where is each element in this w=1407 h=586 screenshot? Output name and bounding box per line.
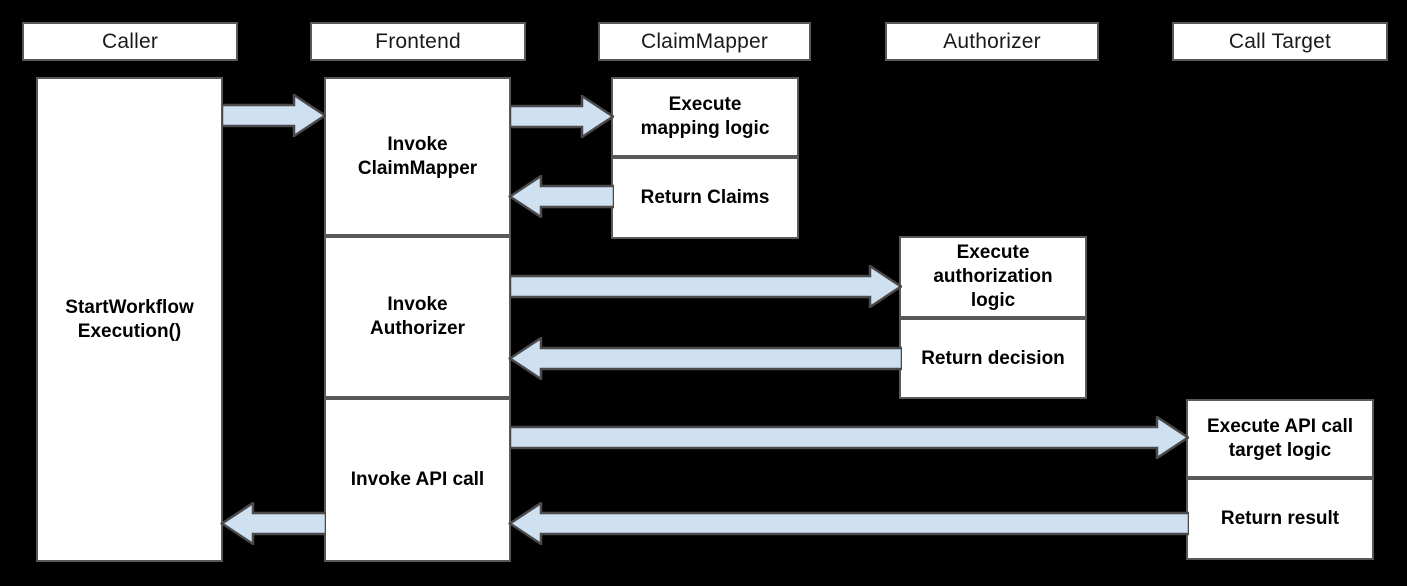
activation-claimmapper-return-claims-label: Return Claims <box>640 187 770 209</box>
arrow-claimmapper-to-frontend <box>508 175 614 218</box>
lifeline-header-caller: Caller <box>22 22 238 61</box>
arrow-caller-to-frontend <box>222 94 326 137</box>
activation-authorizer-return-decision: Return decision <box>899 318 1087 399</box>
arrow-frontend-to-calltarget <box>510 416 1189 459</box>
lifeline-header-authorizer: Authorizer <box>885 22 1099 61</box>
lifeline-header-claimmapper-label: ClaimMapper <box>640 29 769 53</box>
lifeline-header-calltarget: Call Target <box>1172 22 1388 61</box>
lifeline-header-caller-label: Caller <box>101 29 159 53</box>
lifeline-header-authorizer-label: Authorizer <box>943 29 1041 53</box>
activation-authorizer-return-decision-label: Return decision <box>921 347 1065 369</box>
activation-claimmapper-return-claims: Return Claims <box>611 157 799 239</box>
arrow-calltarget-to-frontend <box>508 502 1189 545</box>
arrow-authorizer-to-frontend <box>508 337 902 380</box>
activation-frontend-invoke-api-call-label: Invoke API call <box>350 469 485 491</box>
activation-frontend-invoke-api-call: Invoke API call <box>324 398 511 562</box>
lifeline-header-frontend-label: Frontend <box>375 29 461 53</box>
lifeline-header-claimmapper: ClaimMapper <box>598 22 811 61</box>
arrow-frontend-to-authorizer <box>510 265 902 308</box>
activation-calltarget-return-result: Return result <box>1186 478 1374 560</box>
arrow-frontend-to-caller <box>220 502 326 545</box>
lifeline-header-calltarget-label: Call Target <box>1228 29 1332 53</box>
lifeline-header-frontend: Frontend <box>310 22 526 61</box>
activation-calltarget-return-result-label: Return result <box>1220 508 1340 530</box>
arrow-frontend-to-claimmapper <box>510 95 614 138</box>
